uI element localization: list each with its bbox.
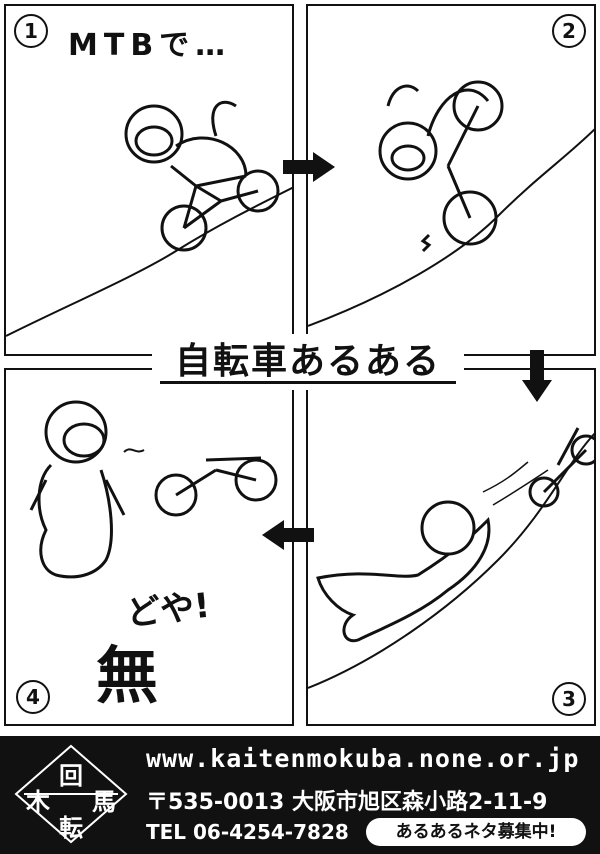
logo-char-ba: 馬	[92, 787, 116, 816]
panel-1-caption: MTBで…	[68, 28, 232, 63]
monkey-sliding	[316, 461, 549, 643]
arrow-right-icon	[283, 152, 335, 182]
monkey-standing	[29, 400, 145, 579]
monkey-on-bike	[124, 100, 280, 252]
phone-number: TEL 06-4254-7828	[146, 820, 349, 844]
comic-title: 自転車あるある	[152, 334, 464, 390]
panel-number-4: 4	[16, 680, 50, 714]
bike-lying	[154, 456, 278, 517]
logo-char-moku: 木	[26, 787, 50, 816]
bike-tumbling	[528, 427, 594, 508]
comic-title-text: 自転車あるある	[174, 341, 441, 382]
arrow-down-icon	[522, 350, 552, 402]
comic-panel-1: 1 MTBで…	[4, 4, 294, 356]
panel-2-drawing	[308, 80, 594, 327]
comic-panel-2: 2	[306, 4, 596, 356]
steep-slope	[308, 128, 594, 327]
panel-3-drawing	[308, 427, 594, 689]
postal-address: 〒535-0013 大阪市旭区森小路2-11-9	[146, 790, 548, 815]
logo-char-ten: 転	[59, 813, 83, 842]
comic-panel-4: 4 どや! 無傷!!	[4, 368, 294, 726]
arrow-left-icon	[262, 520, 314, 550]
hill-slope	[6, 186, 292, 337]
monkey-flipping-bike	[378, 80, 504, 253]
website-url[interactable]: www.kaitenmokuba.none.or.jp	[146, 744, 580, 773]
kaitenmokuba-logo: 回 木 馬 転	[14, 744, 128, 844]
unharmed-text: 無傷!!	[96, 639, 163, 712]
panel-number-3: 3	[552, 682, 586, 716]
panel-4-drawing	[29, 400, 278, 579]
panel-number-2: 2	[552, 14, 586, 48]
logo-char-kai: 回	[59, 761, 83, 790]
logo-frame	[14, 744, 128, 844]
footer-banner: 回 木 馬 転 www.kaitenmokuba.none.or.jp 〒535…	[0, 736, 600, 854]
comic-panel-3: 3	[306, 368, 596, 726]
title-underline	[160, 381, 456, 384]
submission-badge: あるあるネタ募集中!	[366, 818, 586, 846]
panel-number-1: 1	[14, 14, 48, 48]
panel-1-drawing	[6, 100, 292, 337]
